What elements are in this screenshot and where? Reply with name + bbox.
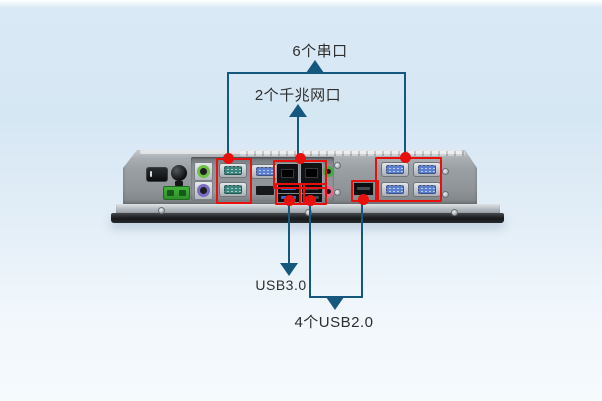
screw bbox=[442, 191, 449, 198]
mic-in-jack bbox=[323, 186, 334, 197]
anchor-dot-usb2-stack bbox=[305, 195, 316, 206]
anchor-dot-lan bbox=[295, 153, 306, 164]
lan-callout-line bbox=[297, 116, 299, 158]
ps2-mouse-port bbox=[194, 162, 213, 181]
line-out-jack bbox=[323, 166, 334, 177]
screw bbox=[334, 189, 341, 196]
lan-callout-arrow bbox=[289, 104, 307, 117]
usb2-callout-line-right bbox=[361, 201, 363, 298]
serial-ports-label: 6个串口 bbox=[292, 43, 348, 60]
com-port-6 bbox=[413, 182, 441, 197]
com-port-3 bbox=[381, 162, 409, 177]
power-switch bbox=[146, 167, 168, 182]
usb2-callout-arrow bbox=[326, 297, 344, 310]
lan-ports-label: 2个千兆网口 bbox=[254, 87, 342, 104]
display-bezel-edge bbox=[111, 213, 504, 223]
screw bbox=[334, 162, 341, 169]
usb3-callout-arrow bbox=[280, 263, 298, 276]
hdmi-port bbox=[255, 185, 275, 196]
device-vent-strip bbox=[240, 151, 465, 156]
serial-callout-line-left bbox=[227, 72, 229, 158]
highlight-box-serial-right bbox=[375, 157, 442, 202]
com-port-4 bbox=[413, 162, 441, 177]
anchor-dot-usb2-single bbox=[358, 194, 369, 205]
dc-power-terminal bbox=[163, 186, 190, 200]
device-top-edge-highlight bbox=[140, 150, 462, 154]
serial-callout-arrow bbox=[306, 60, 324, 73]
screw bbox=[158, 207, 165, 214]
usb3-callout-line bbox=[288, 203, 290, 264]
usb2-callout-line-left bbox=[309, 202, 311, 298]
com-port-1 bbox=[219, 163, 247, 178]
screw bbox=[442, 168, 449, 175]
serial-callout-line-horizontal bbox=[227, 72, 406, 74]
reset-block bbox=[175, 181, 183, 186]
ps2-keyboard-port bbox=[194, 181, 213, 200]
screw bbox=[305, 209, 312, 216]
anchor-dot-serial-right bbox=[400, 152, 411, 163]
highlight-box-serial-left bbox=[216, 158, 252, 204]
buzzer bbox=[171, 165, 187, 181]
screw bbox=[451, 209, 458, 216]
com-port-5 bbox=[381, 182, 409, 197]
serial-callout-line-right bbox=[404, 72, 406, 157]
usb3-ports-label: USB3.0 bbox=[255, 277, 307, 293]
com-port-2 bbox=[219, 182, 247, 197]
anchor-dot-serial-left bbox=[223, 153, 234, 164]
usb2-ports-label: 4个USB2.0 bbox=[294, 314, 374, 331]
anchor-dot-usb3 bbox=[284, 195, 295, 206]
